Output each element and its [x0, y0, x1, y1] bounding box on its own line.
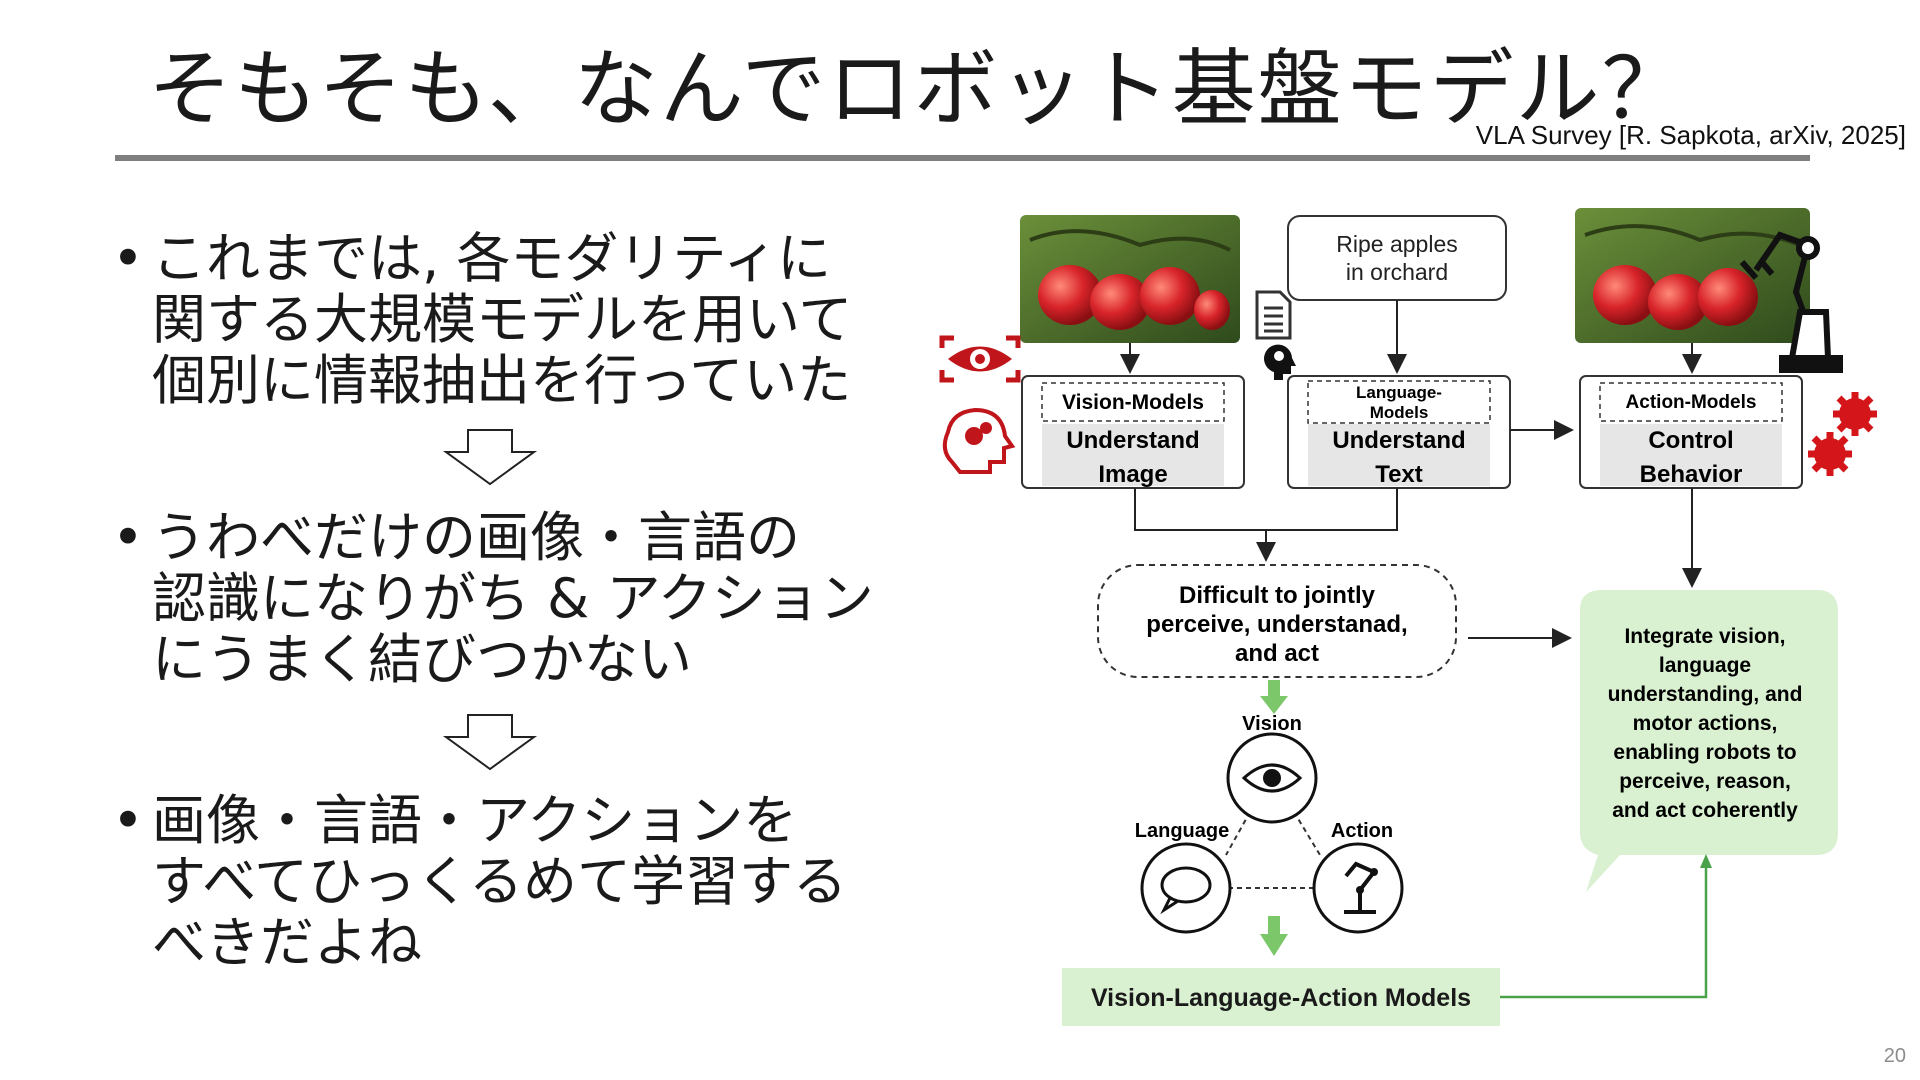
triad-vision-label: Vision [1242, 713, 1302, 735]
language-speech-icon [1140, 842, 1232, 934]
integrate-line-3: understanding, and [1608, 683, 1803, 706]
apple-photo-vision [1020, 215, 1240, 343]
title-underline [115, 155, 1810, 161]
bullet-marker: • [112, 506, 144, 569]
vision-models-line-1: Understand [1066, 427, 1199, 454]
eye-scan-icon [939, 335, 1021, 383]
language-models-box: Language- Models Understand Text [1287, 375, 1511, 489]
action-models-line-1: Control [1648, 427, 1733, 454]
vla-label: Vision-Language-Action Models [1091, 984, 1471, 1012]
integrate-line-7: and act coherently [1612, 799, 1798, 822]
vision-models-line-2: Image [1098, 461, 1167, 488]
triad-action-label: Action [1331, 820, 1393, 842]
brain-head-icon [1264, 344, 1296, 380]
prompt-line-2: in orchard [1346, 259, 1448, 285]
green-down-arrow-2 [1260, 916, 1288, 956]
integrate-line-4: motor actions, [1633, 712, 1778, 735]
vision-eye-icon [1226, 732, 1318, 824]
integrate-bubble [1580, 590, 1838, 892]
down-arrow-icon [442, 429, 538, 486]
prompt-line-1: Ripe apples [1336, 231, 1457, 257]
down-arrow-icon [442, 714, 538, 771]
brain-gear-icon [942, 407, 1016, 474]
bullet-text: うわべだけの画像・言語の 認識になりがち & アクション にうまく結びつかない [152, 506, 874, 691]
difficulty-box [1097, 564, 1457, 678]
difficulty-line-2: perceive, understanad, [1146, 611, 1407, 638]
integrate-line-5: enabling robots to [1613, 741, 1796, 764]
integrate-line-1: Integrate vision, [1624, 625, 1785, 648]
green-down-arrow-1 [1260, 680, 1288, 714]
prompt-box [1287, 215, 1507, 301]
vla-box [1062, 968, 1500, 1026]
bullet-marker: • [112, 789, 144, 852]
apple-photo-action [1575, 208, 1810, 343]
difficulty-line-1: Difficult to jointly [1179, 582, 1376, 609]
language-models-tag-1: Language- [1356, 383, 1442, 402]
action-models-box: Action-Models Control Behavior [1579, 375, 1803, 489]
difficulty-line-3: and act [1235, 640, 1319, 667]
slide-title: そもそも、なんでロボット基盤モデル？ [148, 40, 1688, 138]
document-icon [1255, 290, 1292, 340]
action-models-tag: Action-Models [1626, 392, 1757, 413]
language-models-line-1: Understand [1332, 427, 1465, 454]
action-models-line-2: Behavior [1640, 461, 1743, 488]
vla-diagram: Ripe apples in orchard Vision-Models [939, 208, 1877, 1026]
bullet-text: 画像・言語・アクションを すべてひっくるめて学習する べきだよね [152, 789, 847, 974]
integrate-line-2: language [1659, 654, 1751, 677]
action-robot-icon [1312, 842, 1404, 934]
bullet-marker: • [112, 227, 144, 290]
citation: VLA Survey [R. Sapkota, arXiv, 2025] [1475, 120, 1906, 150]
bullet-text: これまでは, 各モダリティに 関する大規模モデルを用いて 個別に情報抽出を行って… [152, 227, 853, 412]
robot-arm-icon [1739, 231, 1843, 373]
gears-icon [1808, 392, 1877, 476]
vision-models-tag: Vision-Models [1062, 391, 1204, 414]
triad-language-label: Language [1135, 820, 1229, 842]
page-number: 20 [1883, 1045, 1906, 1067]
vision-models-box: Vision-Models Understand Image [1021, 375, 1245, 489]
integrate-line-6: perceive, reason, [1619, 770, 1791, 793]
language-models-line-2: Text [1375, 461, 1423, 488]
language-models-tag-2: Models [1370, 403, 1429, 422]
